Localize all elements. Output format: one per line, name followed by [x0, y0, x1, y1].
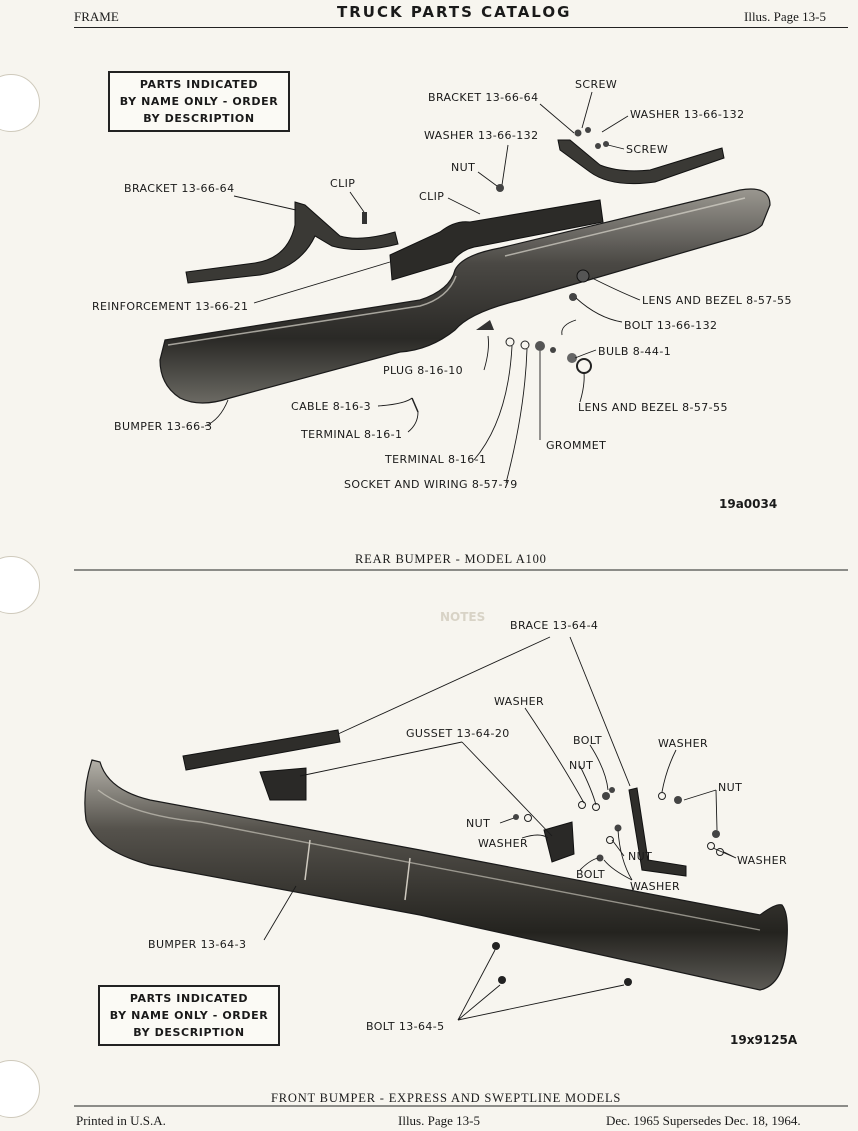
- notice-box-rear: PARTS INDICATED BY NAME ONLY - ORDER BY …: [108, 71, 290, 132]
- front-caption: FRONT BUMPER - EXPRESS AND SWEPTLINE MOD…: [271, 1091, 622, 1105]
- label-nut-low: NUT: [628, 850, 653, 863]
- catalog-title: TRUCK PARTS CATALOG: [337, 3, 572, 21]
- label-nut-right: NUT: [718, 781, 743, 794]
- notice-line-2: BY NAME ONLY - ORDER: [109, 1009, 269, 1022]
- label-washer-top: WASHER: [494, 695, 545, 708]
- label-bracket-right: BRACKET 13-66-64: [428, 91, 539, 104]
- label-bolt-top: BOLT: [573, 734, 602, 747]
- notice-line-1: PARTS INDICATED: [139, 78, 259, 91]
- notice-line-3: BY DESCRIPTION: [133, 1026, 245, 1039]
- notice-line-2: BY NAME ONLY - ORDER: [119, 95, 279, 108]
- label-grommet: GROMMET: [546, 439, 607, 452]
- label-plug: PLUG 8-16-10: [383, 364, 464, 377]
- label-screw-upper: SCREW: [575, 78, 618, 91]
- label-nut-left: NUT: [466, 817, 491, 830]
- footer-page-ref: Illus. Page 13-5: [398, 1113, 480, 1128]
- label-lens-bezel-lower: LENS AND BEZEL 8-57-55: [578, 401, 728, 414]
- label-bulb: BULB 8-44-1: [598, 345, 672, 358]
- label-terminal-upper: TERMINAL 8-16-1: [301, 428, 403, 441]
- label-nut: NUT: [451, 161, 476, 174]
- label-washer-right-top: WASHER: [658, 737, 709, 750]
- label-lens-bezel-upper: LENS AND BEZEL 8-57-55: [642, 294, 792, 307]
- rear-caption: REAR BUMPER - MODEL A100: [355, 552, 547, 566]
- label-clip-left: CLIP: [330, 177, 356, 190]
- label-washer-left: WASHER: [478, 837, 529, 850]
- label-washer-left: WASHER 13-66-132: [424, 129, 539, 142]
- label-washer-low: WASHER: [630, 880, 681, 893]
- notice-box-front: PARTS INDICATED BY NAME ONLY - ORDER BY …: [98, 985, 280, 1046]
- label-washer-far-right: WASHER: [737, 854, 788, 867]
- rear-bumper-shape: [159, 188, 771, 404]
- label-nut-mid: NUT: [569, 759, 594, 772]
- label-bolt-low: BOLT: [576, 868, 605, 881]
- label-bracket-left: BRACKET 13-66-64: [124, 182, 235, 195]
- label-bumper-front: BUMPER 13-64-3: [148, 938, 247, 951]
- label-bumper-rear: BUMPER 13-66-3: [114, 420, 213, 433]
- label-washer-right: WASHER 13-66-132: [630, 108, 745, 121]
- header-rule: [74, 27, 848, 28]
- label-clip-right: CLIP: [419, 190, 445, 203]
- footer-printed: Printed in U.S.A.: [76, 1113, 166, 1128]
- show-through-text: NOTES: [440, 610, 486, 624]
- front-bumper-shape: [84, 759, 788, 991]
- notice-line-1: PARTS INDICATED: [129, 992, 249, 1005]
- label-cable: CABLE 8-16-3: [291, 400, 372, 413]
- label-gusset: GUSSET 13-64-20: [406, 727, 510, 740]
- label-reinforcement: REINFORCEMENT 13-66-21: [92, 300, 249, 313]
- section-name: FRAME: [74, 9, 119, 24]
- header-page-ref: Illus. Page 13-5: [744, 9, 826, 24]
- label-socket-wiring: SOCKET AND WIRING 8-57-79: [344, 478, 518, 491]
- rear-figure-code: 19a0034: [719, 497, 778, 511]
- label-bolt-bottom: BOLT 13-64-5: [366, 1020, 445, 1033]
- footer-date: Dec. 1965 Supersedes Dec. 18, 1964.: [606, 1113, 801, 1128]
- binder-hole-top: [0, 74, 40, 132]
- label-brace: BRACE 13-64-4: [510, 619, 599, 632]
- label-screw-lower: SCREW: [626, 143, 669, 156]
- label-terminal-lower: TERMINAL 8-16-1: [385, 453, 487, 466]
- notice-line-3: BY DESCRIPTION: [143, 112, 255, 125]
- front-figure-code: 19x9125A: [730, 1033, 798, 1047]
- label-bolt: BOLT 13-66-132: [624, 319, 718, 332]
